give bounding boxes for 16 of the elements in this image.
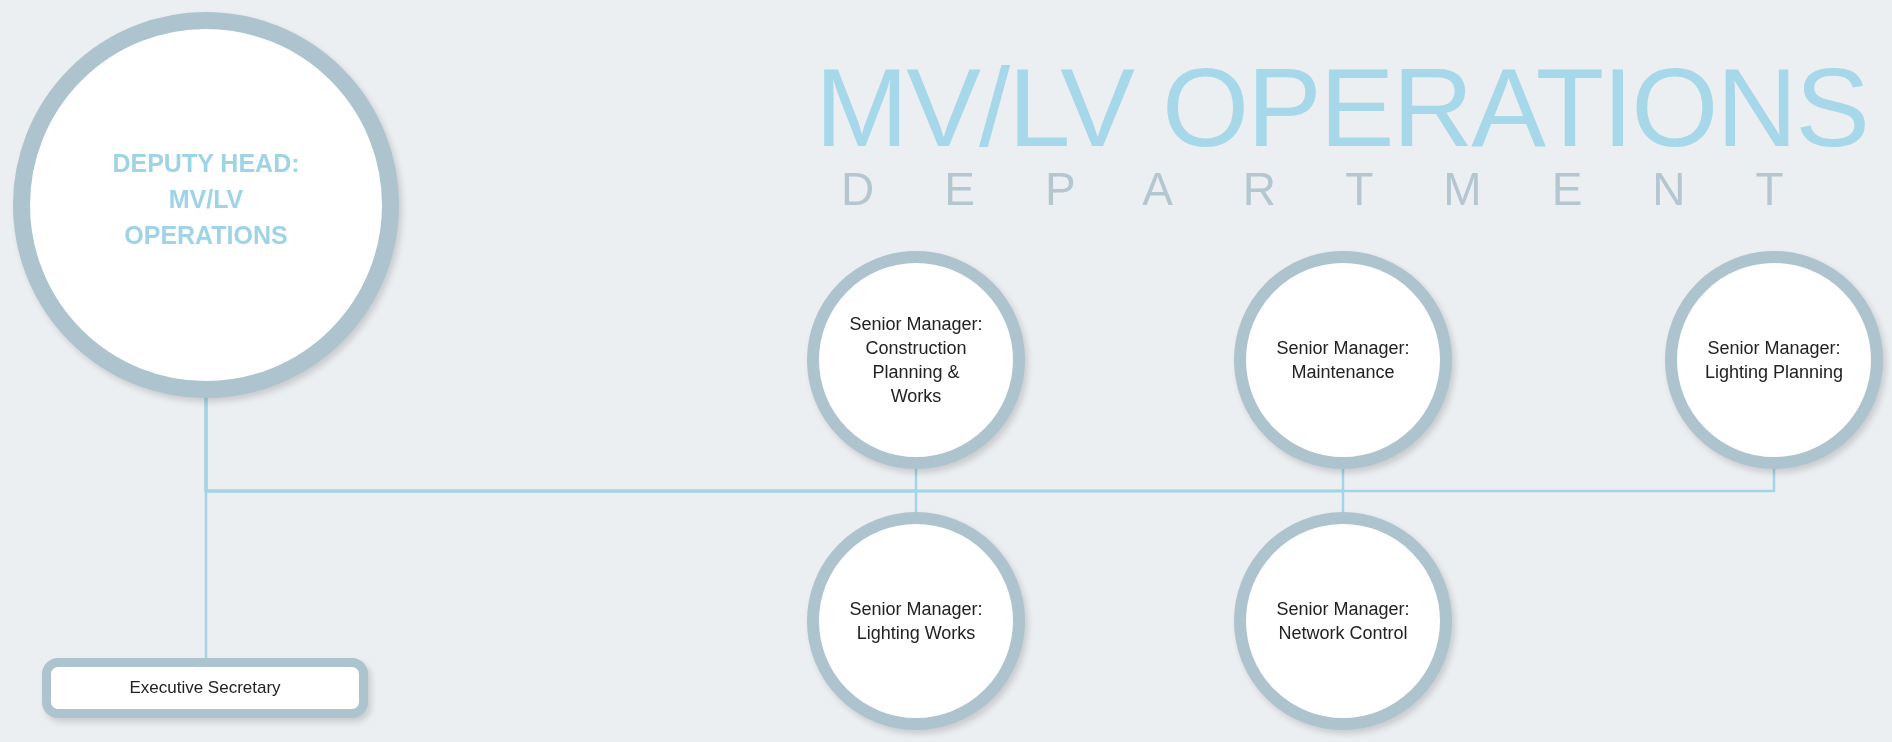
role-title: DEPUTY HEAD: MV/LV OPERATIONS: [111, 148, 301, 251]
role-box: [42, 658, 368, 718]
role-name: Lighting Planning: [1704, 361, 1844, 384]
role-heading: Senior Manager:: [848, 313, 984, 336]
role-name: Maintenance: [1290, 361, 1396, 384]
role-name: Network Control: [1277, 622, 1409, 645]
role-heading: Senior Manager:: [1275, 598, 1411, 621]
role-name: Lighting Works: [855, 622, 977, 645]
role-name: Construction Planning & Works: [864, 337, 968, 408]
role-heading: Senior Manager:: [1275, 337, 1411, 360]
subtitle: DEPARTMENT: [841, 166, 1854, 212]
title: MV/LV OPERATIONS: [815, 52, 1868, 164]
role-name: Executive Secretary: [129, 677, 281, 700]
connector-line: [204, 398, 208, 658]
role-heading: Senior Manager:: [1706, 337, 1842, 360]
role-heading: Senior Manager:: [848, 598, 984, 621]
